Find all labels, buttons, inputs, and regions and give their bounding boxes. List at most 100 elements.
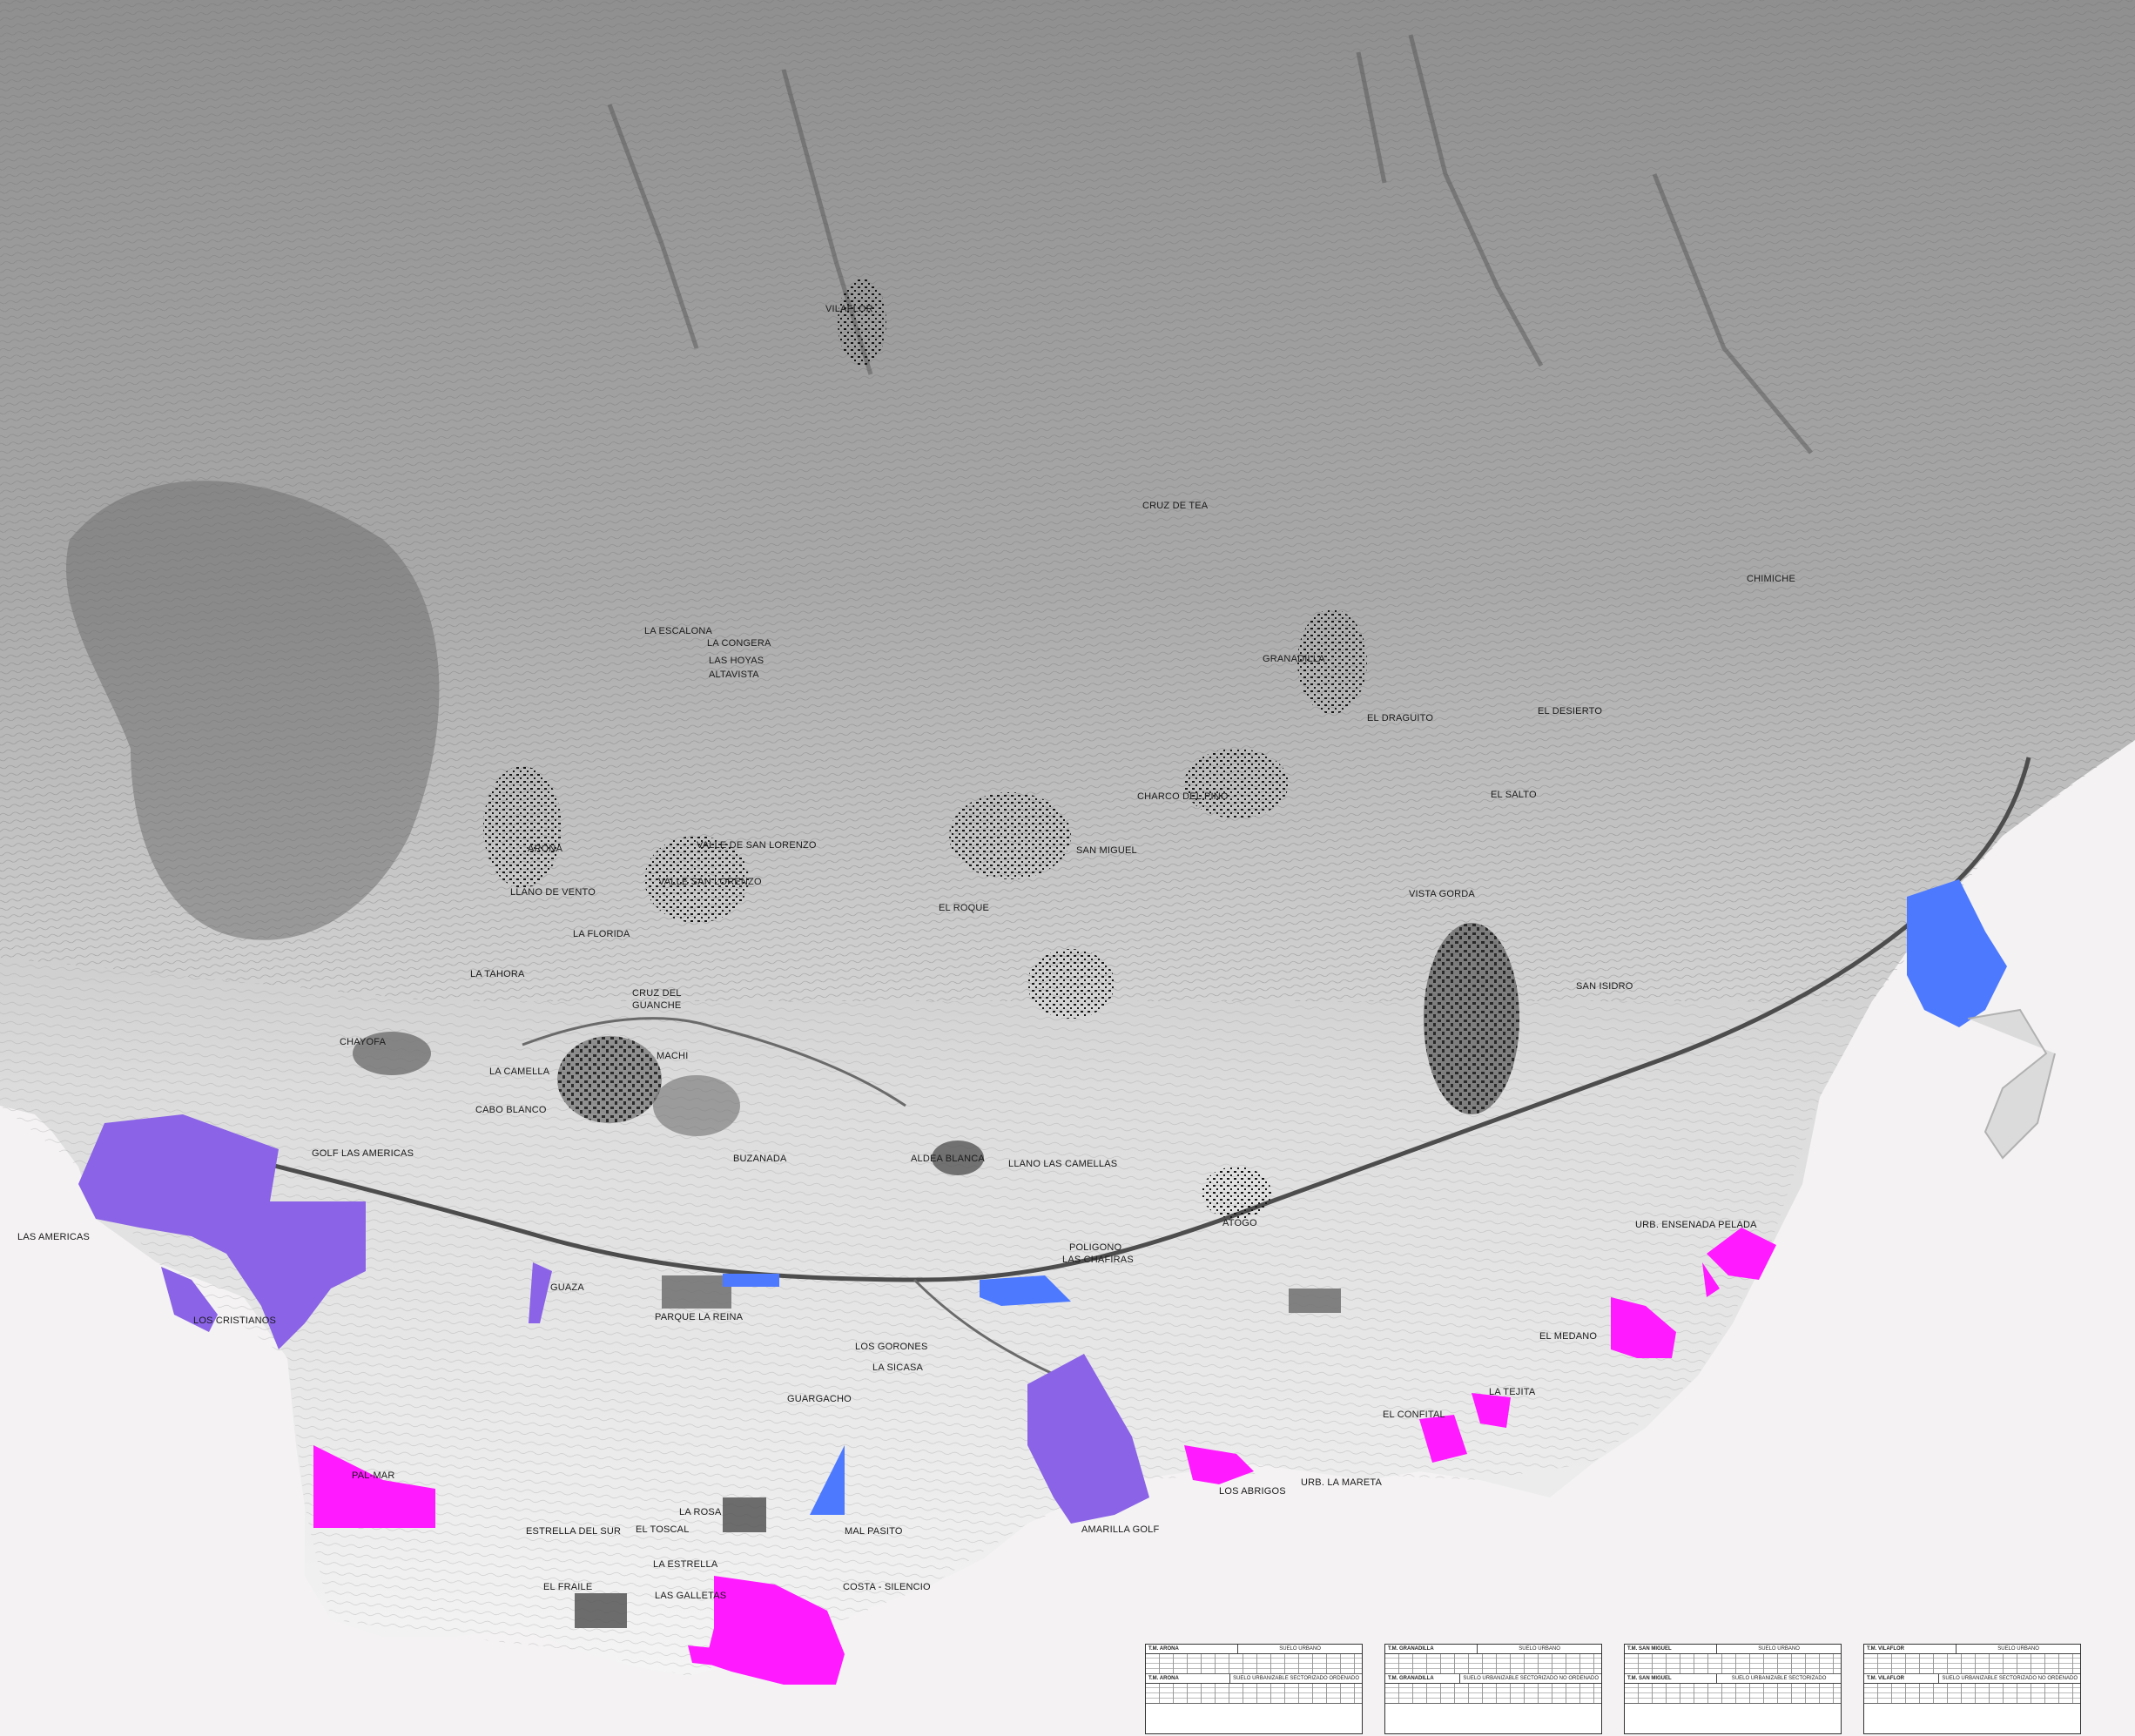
place-label: LA FLORIDA	[573, 929, 630, 939]
place-label: PAL-MAR	[352, 1470, 394, 1481]
table-title: SUELO URBANO	[1758, 1646, 1800, 1652]
table-sub-municipality: T.M. ARONA	[1146, 1674, 1231, 1683]
table-sub-title: SUELO URBANIZABLE SECTORIZADO ORDENADO	[1233, 1676, 1359, 1681]
table-sub-municipality: T.M. GRANADILLA	[1385, 1674, 1461, 1683]
contour-lines-low	[0, 958, 1872, 1676]
place-label: MACHI	[657, 1051, 688, 1061]
place-label: EL TOSCAL	[636, 1524, 690, 1535]
place-label: EL SALTO	[1491, 790, 1537, 800]
place-label: ESTRELLA DEL SUR	[526, 1526, 621, 1537]
blue-zones	[723, 879, 2007, 1515]
place-label: VILAFLOR	[825, 304, 873, 314]
table-sub-municipality: T.M. SAN MIGUEL	[1625, 1674, 1718, 1683]
motorway	[138, 757, 2031, 1282]
table-grid	[1146, 1684, 1362, 1704]
place-label: EL MEDANO	[1539, 1331, 1597, 1342]
place-label: LA ESTRELLA	[653, 1559, 718, 1570]
table-grid	[1864, 1684, 2080, 1704]
place-label: LLANO DE VENTO	[510, 887, 596, 898]
place-label: LAS CHAFIRAS	[1062, 1255, 1134, 1265]
place-label: BUZANADA	[733, 1154, 787, 1164]
place-label: CABO BLANCO	[475, 1105, 547, 1115]
place-label: LLANO LAS CAMELLAS	[1008, 1159, 1117, 1169]
breakwater	[1967, 1008, 2056, 1160]
place-labels: VILAFLOR CRUZ DE TEA CHIMICHE LA ESCALON…	[17, 304, 1795, 1601]
violet-zones	[78, 1114, 1149, 1524]
place-label: LAS AMERICAS	[17, 1232, 90, 1242]
magenta-zones	[313, 1228, 1776, 1685]
table-title: SUELO URBANO	[1279, 1646, 1321, 1652]
place-label: LAS HOYAS	[709, 656, 764, 666]
place-label: CRUZ DEL	[632, 988, 682, 999]
contour-lines-high	[0, 0, 2135, 1001]
table-granadilla: T.M. GRANADILLA SUELO URBANO T.M. GRANADI…	[1384, 1644, 1602, 1734]
place-label: URB. LA MARETA	[1301, 1477, 1383, 1488]
settlements	[353, 279, 1519, 1628]
place-label: LA SICASA	[872, 1363, 924, 1373]
table-grid	[1146, 1654, 1362, 1674]
table-municipality: T.M. ARONA	[1146, 1645, 1239, 1653]
place-label: AMARILLA GOLF	[1081, 1524, 1159, 1535]
table-title: SUELO URBANO	[1519, 1646, 1560, 1652]
table-grid	[1625, 1654, 1841, 1674]
place-label: GUAZA	[550, 1282, 584, 1293]
table-sub-municipality: T.M. VILAFLOR	[1864, 1674, 1940, 1683]
place-label: SAN MIGUEL	[1076, 845, 1137, 856]
place-label: LOS GORONES	[855, 1342, 928, 1352]
place-label: LA ESCALONA	[644, 626, 712, 636]
place-label: MAL PASITO	[845, 1526, 903, 1537]
place-label: LA TEJITA	[1489, 1387, 1536, 1397]
table-sub-title: SUELO URBANIZABLE SECTORIZADO NO ORDENAD…	[1463, 1676, 1599, 1681]
place-label: CRUZ DE TEA	[1142, 501, 1209, 511]
place-label: CHIMICHE	[1747, 574, 1795, 584]
lava-field	[66, 481, 440, 940]
place-label: EL FRAILE	[543, 1582, 592, 1592]
place-label: LA CAMELLA	[489, 1066, 550, 1077]
place-label: LAS GALLETAS	[655, 1591, 726, 1601]
place-label: ALDEA BLANCA	[911, 1154, 985, 1164]
place-label: GUANCHE	[632, 1000, 681, 1011]
table-municipality: T.M. SAN MIGUEL	[1625, 1645, 1718, 1653]
place-label: LOS ABRIGOS	[1219, 1486, 1286, 1497]
place-label: LA TAHORA	[470, 969, 525, 979]
place-label: CHARCO DEL PINO	[1137, 791, 1229, 802]
place-label: LA ROSA	[679, 1507, 722, 1517]
place-label: GUARGACHO	[787, 1394, 852, 1404]
table-municipality: T.M. GRANADILLA	[1385, 1645, 1478, 1653]
place-label: EL DRAGUITO	[1367, 713, 1433, 723]
place-label: EL CONFITAL	[1383, 1410, 1445, 1420]
table-grid	[1864, 1654, 2080, 1674]
table-title: SUELO URBANO	[1997, 1646, 2039, 1652]
table-municipality: T.M. VILAFLOR	[1864, 1645, 1957, 1653]
place-label: VISTA GORDA	[1409, 889, 1475, 899]
place-label: CHAYOFA	[340, 1037, 387, 1047]
place-label: LA CONGERA	[707, 638, 771, 649]
place-label: ARONA	[528, 844, 563, 854]
ravine-streaks	[607, 34, 1813, 454]
place-label: VALLE SAN LORENZO	[658, 877, 762, 887]
place-label: EL DESIERTO	[1538, 706, 1602, 717]
place-label: EL ROQUE	[939, 903, 989, 913]
table-grid	[1385, 1684, 1601, 1704]
table-grid	[1385, 1654, 1601, 1674]
table-san-miguel: T.M. SAN MIGUEL SUELO URBANO T.M. SAN MIG…	[1624, 1644, 1842, 1734]
place-label: POLIGONO	[1069, 1242, 1122, 1253]
place-label: ATOGO	[1222, 1218, 1257, 1228]
place-label: SAN ISIDRO	[1576, 981, 1633, 992]
place-label: PARQUE LA REINA	[655, 1312, 744, 1322]
place-label: GRANADILLA	[1263, 654, 1325, 664]
place-label: URB. ENSENADA PELADA	[1635, 1220, 1757, 1230]
place-label: ALTAVISTA	[709, 670, 759, 680]
place-label: COSTA - SILENCIO	[843, 1582, 931, 1592]
table-sub-title: SUELO URBANIZABLE SECTORIZADO	[1731, 1676, 1827, 1681]
table-sub-title: SUELO URBANIZABLE SECTORIZADO NO ORDENAD…	[1942, 1676, 2078, 1681]
place-label: LOS CRISTIANOS	[193, 1315, 276, 1326]
place-label: VALLE DE SAN LORENZO	[697, 840, 817, 851]
table-grid	[1625, 1684, 1841, 1704]
place-label: GOLF LAS AMERICAS	[312, 1148, 414, 1159]
